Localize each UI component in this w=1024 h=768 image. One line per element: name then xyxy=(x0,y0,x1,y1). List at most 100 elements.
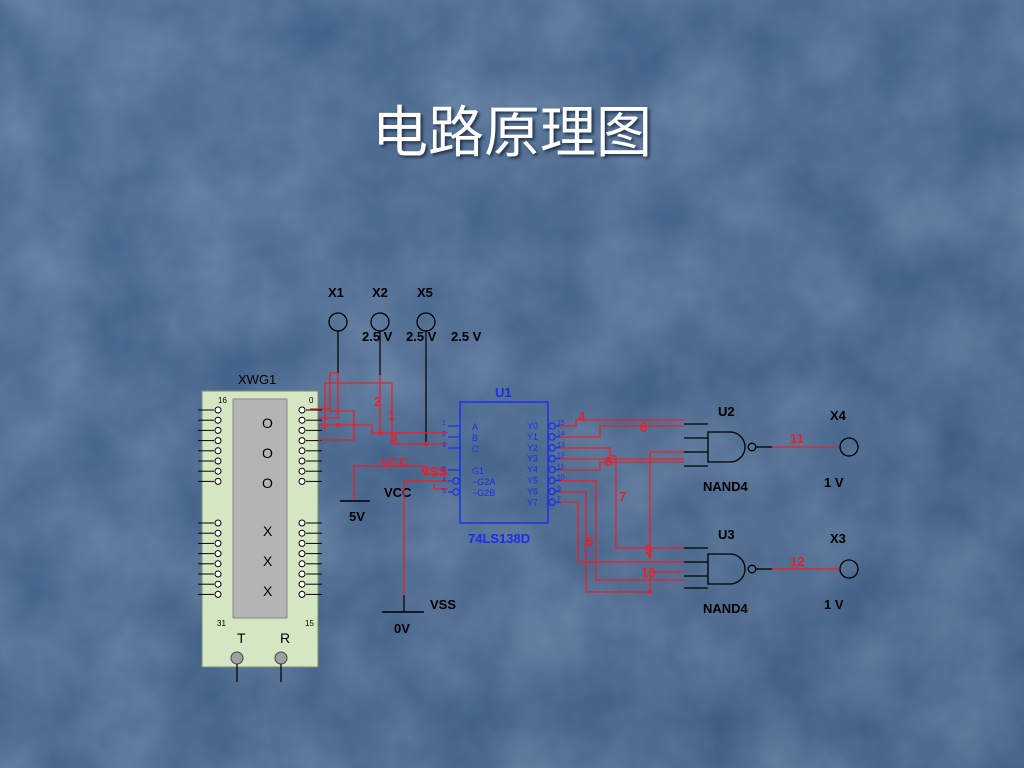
xwg-pin-terminal[interactable] xyxy=(214,416,222,424)
xwg-pin-terminal[interactable] xyxy=(298,406,306,414)
probe-x1[interactable]: X1 2.5 V xyxy=(328,285,393,344)
xwg-pin-terminal[interactable] xyxy=(298,519,306,527)
xwg-pin-terminal[interactable] xyxy=(214,539,222,547)
xwg-right-pins[interactable] xyxy=(298,406,322,598)
nand-gate-u3[interactable]: U3 NAND4 xyxy=(684,527,772,616)
probe-x3-value: 1 V xyxy=(824,597,844,612)
decoder-output-bubble xyxy=(548,476,556,485)
xwg-pin-terminal[interactable] xyxy=(298,570,306,578)
xwg-ready-terminal[interactable] xyxy=(274,651,288,665)
decoder-pin-number: 9 xyxy=(557,485,561,492)
vss-net-label: VSS xyxy=(421,464,447,479)
net-number: 12 xyxy=(790,554,804,569)
decoder-output-label: Y0 xyxy=(527,421,538,431)
xwg-pin-terminal[interactable] xyxy=(214,467,222,475)
xwg-pin-31: 31 xyxy=(217,619,226,628)
xwg-pin-terminal[interactable] xyxy=(298,426,306,434)
nand-gate-u2[interactable]: U2 NAND4 xyxy=(684,404,772,494)
xwg-pin-terminal[interactable] xyxy=(298,416,306,424)
probe-x2[interactable]: X2 2.5 V xyxy=(370,285,437,344)
xwg-left-pins[interactable] xyxy=(198,406,222,598)
decoder-enable-g2a: ~G2A xyxy=(472,477,495,487)
probe-x5-name: X5 xyxy=(417,285,433,300)
decoder-output-bubble xyxy=(548,422,556,430)
xwg-pin-terminal[interactable] xyxy=(214,590,222,598)
xwg-pin-terminal[interactable] xyxy=(298,539,306,547)
xwg-pin-terminal[interactable] xyxy=(214,457,222,465)
decoder-pin-number: 12 xyxy=(557,453,565,460)
decoder-pin-number: 15 xyxy=(557,420,565,427)
xwg-pin-terminal[interactable] xyxy=(298,477,306,485)
decoder-pin-number: 3 xyxy=(442,442,446,449)
decoder-pin-number: 1 xyxy=(442,420,446,427)
decoder-pin-number: 14 xyxy=(557,431,565,438)
decoder-pin-number: 4 xyxy=(442,477,446,484)
vcc-net-label: VCC xyxy=(381,455,409,470)
probe-x2-value: 2.5 V xyxy=(406,329,437,344)
decoder-output-bubble xyxy=(548,465,556,474)
xwg-pin-terminal[interactable] xyxy=(214,529,222,537)
decoder-output-label: Y3 xyxy=(527,454,538,464)
decoder-output-label: Y2 xyxy=(527,443,538,453)
xwg-o-label: O xyxy=(262,415,273,431)
decoder-pin-number: 10 xyxy=(557,475,565,482)
decoder-output-bubble xyxy=(548,498,556,507)
decoder-pin-number: 13 xyxy=(557,442,565,449)
vcc-supply[interactable]: VCC VCC 5V xyxy=(340,455,448,524)
xwg-pin-terminal[interactable] xyxy=(214,406,222,414)
net-number: 1 xyxy=(388,408,395,423)
decoder-output-label: Y1 xyxy=(527,432,538,442)
probe-x3-name: X3 xyxy=(830,531,846,546)
xwg-pin-terminal[interactable] xyxy=(214,550,222,558)
decoder-output-label: Y4 xyxy=(527,465,538,475)
xwg-pin-terminal[interactable] xyxy=(298,529,306,537)
decoder-output-label: Y6 xyxy=(527,486,538,496)
xwg-pin-terminal[interactable] xyxy=(214,560,222,568)
net-number: 5 xyxy=(586,534,593,549)
decoder-enable-g2b: ~G2B xyxy=(472,488,495,498)
slide-title: 电路原理图 xyxy=(372,101,652,166)
xwg-pin-terminal[interactable] xyxy=(214,519,222,527)
probe-x4-lamp xyxy=(839,437,859,457)
xwg-pin-terminal[interactable] xyxy=(298,550,306,558)
xwg-pin-terminal[interactable] xyxy=(298,457,306,465)
xwg-pin-terminal[interactable] xyxy=(214,580,222,588)
xwg-pin-terminal[interactable] xyxy=(298,560,306,568)
xwg-x-label: X xyxy=(263,553,273,569)
xwg-pin-terminal[interactable] xyxy=(214,437,222,445)
xwg-trigger-terminal[interactable] xyxy=(230,651,244,665)
probe-x3[interactable]: X3 1 V xyxy=(772,531,859,612)
xwg-pin-terminal[interactable] xyxy=(298,447,306,455)
probe-x4[interactable]: X4 1 V xyxy=(772,408,859,490)
xwg-pin-terminal[interactable] xyxy=(214,426,222,434)
net-number: 8 xyxy=(605,454,612,469)
net-number: 3 xyxy=(390,430,397,445)
vss-supply[interactable]: VSS VSS 0V xyxy=(382,464,456,636)
xwg-pin-terminal[interactable] xyxy=(298,580,306,588)
decoder-body xyxy=(459,401,549,524)
decoder-input-c: C xyxy=(472,444,479,454)
probe-x1-lamp xyxy=(328,312,348,332)
xwg-pin-terminal[interactable] xyxy=(214,570,222,578)
probe-x3-lamp xyxy=(839,559,859,579)
gate-u3-ref: U3 xyxy=(718,527,735,542)
net-number: 10 xyxy=(641,565,655,580)
xwg-t-label: T xyxy=(237,630,246,646)
probe-x1-value: 2.5 V xyxy=(362,329,393,344)
vcc-value: 5V xyxy=(349,509,365,524)
word-generator[interactable]: XWG1 16 0 31 15 O O O X X X T R xyxy=(198,372,322,682)
xwg-pin-terminal[interactable] xyxy=(214,477,222,485)
decoder-output-label: Y7 xyxy=(527,497,538,507)
xwg-x-label: X xyxy=(263,523,273,539)
xwg-pin-terminal[interactable] xyxy=(298,590,306,598)
xwg-pin-15: 15 xyxy=(305,619,314,628)
probe-x2-name: X2 xyxy=(372,285,388,300)
decoder-74ls138[interactable]: U1 74LS138D A B C G1 ~G2A ~G2B 1 2 3 6 4… xyxy=(442,385,565,546)
xwg-pin-terminal[interactable] xyxy=(214,447,222,455)
xwg-pin-terminal[interactable] xyxy=(298,437,306,445)
xwg-pin-terminal[interactable] xyxy=(298,467,306,475)
xwg-r-label: R xyxy=(280,630,290,646)
gate-u2-ref: U2 xyxy=(718,404,735,419)
